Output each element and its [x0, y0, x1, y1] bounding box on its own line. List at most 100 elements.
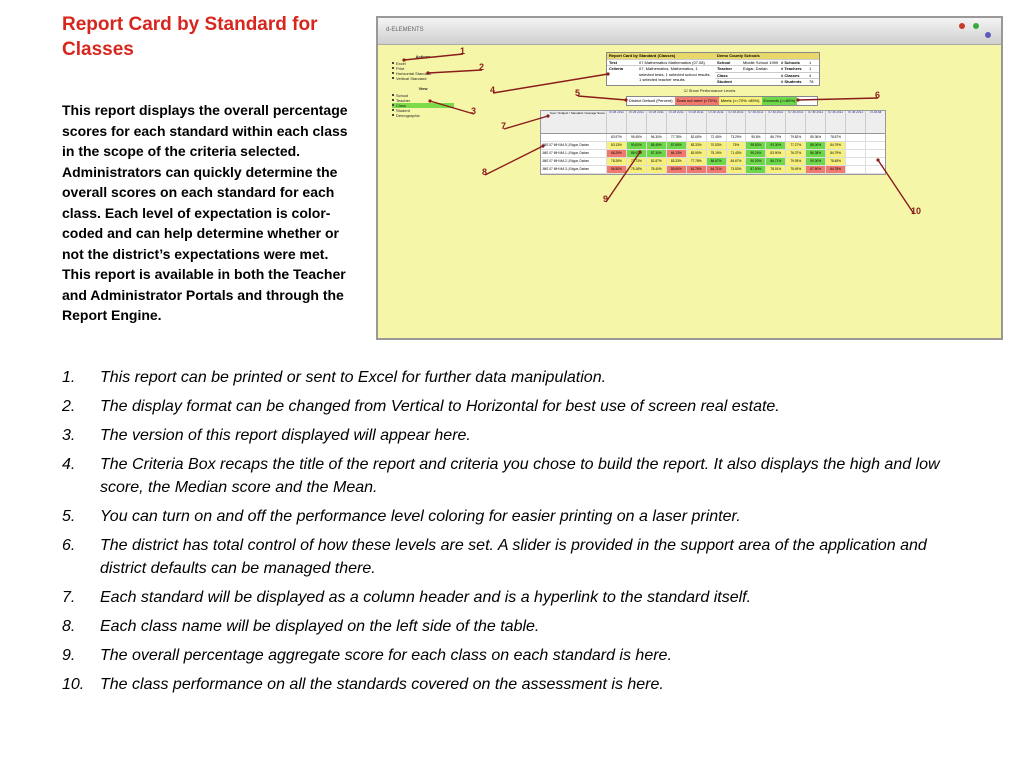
score-cell: 83.33% [665, 158, 686, 165]
annotation-number: 2 [479, 62, 485, 72]
standard-column-header[interactable]: 07-M 2011 [606, 111, 626, 133]
score-cell: 85.00% [625, 150, 646, 157]
note-text: Each standard will be displayed as a col… [100, 589, 752, 606]
level-default: District Default (Percent) [629, 98, 673, 103]
class-name[interactable]: JMS 07 MH MA 3 | Edgar, Darian [542, 167, 589, 171]
score-cell: 81.87% [645, 158, 666, 165]
score-cell: 56.50% [606, 166, 626, 173]
score-cell: 78.91% [765, 166, 786, 173]
excel-action[interactable]: Excel [392, 61, 454, 66]
note-item: 6.The district has total control of how … [62, 534, 962, 580]
show-levels-label: Show Performance Levels [688, 88, 736, 93]
score-cell: 67.50% [805, 166, 826, 173]
table-row: JMS 07 MH MA 3 | Edgar, Darian 56.50%75.1… [541, 166, 885, 174]
criteria-classes-value: 4 [809, 72, 812, 78]
score-cell: 93.30% [765, 142, 786, 149]
score-cell: 73.53% [725, 166, 746, 173]
standard-column-header[interactable]: 07-M 2011 [825, 111, 845, 133]
class-name[interactable]: JMS 07 MH MA 2 | Edgar, Darian [542, 159, 589, 163]
view-demographic[interactable]: Demographic [392, 113, 454, 118]
view-school[interactable]: School [392, 93, 454, 98]
standard-column-header[interactable]: 07-M 2011 [725, 111, 746, 133]
annotation-number: 4 [490, 85, 496, 95]
criteria-teachers-value: 1 [809, 66, 812, 71]
criteria-criteria-value: 07, Mathematics, Mathematics, 1 selected… [639, 66, 711, 82]
note-text: The district has total control of how th… [100, 537, 927, 577]
criteria-classes-label: # Classes [781, 72, 800, 78]
score-cell: 70.53% [705, 142, 726, 149]
note-item: 9.The overall percentage aggregate score… [62, 644, 962, 667]
standard-column-header[interactable]: 07-M 2011 [745, 111, 765, 133]
standard-column-header[interactable]: 07-M 2011 [765, 111, 785, 133]
standard-column-header[interactable]: 07-M 2011 [845, 111, 865, 133]
criteria-schools-label: # Schools [781, 59, 800, 65]
average-cell: 73.29% [725, 134, 746, 141]
report-screenshot: d-ELEMENTS Actions Excel Print Horizonta… [376, 16, 1003, 340]
score-cell: 84.79% [825, 150, 846, 157]
average-cell: 82.65% [685, 134, 706, 141]
average-cell: 95.8% [745, 134, 765, 141]
standard-column-header[interactable]: 07-M All [864, 111, 885, 133]
average-cell: 85.36% [805, 134, 825, 141]
note-text: You can turn on and off the performance … [100, 508, 741, 525]
standard-column-header[interactable]: 07-M 2011 [665, 111, 686, 133]
view-class[interactable]: Class [392, 103, 454, 108]
score-cell: 83.90% [685, 150, 706, 157]
help-icon[interactable] [985, 32, 991, 38]
score-cell: 75.18% [625, 166, 646, 173]
note-number: 1. [62, 369, 76, 386]
print-action[interactable]: Print [392, 66, 454, 71]
score-cell: 86.67% [705, 158, 726, 165]
red-circle-icon[interactable] [959, 23, 965, 29]
criteria-test-value: 07 Mathematics Mathematics (07.08) [639, 59, 705, 65]
note-item: 10.The class performance on all the stan… [62, 673, 962, 696]
score-cell: 84.67% [725, 158, 746, 165]
standard-column-header[interactable]: 07-M 2011 [705, 111, 726, 133]
standard-column-header[interactable]: 07-M 2011 [645, 111, 666, 133]
score-cell: 61.76% [685, 166, 706, 173]
note-number: 2. [62, 398, 76, 415]
green-circle-icon[interactable] [973, 23, 979, 29]
annotation-arrow [577, 95, 627, 101]
score-cell: 86.71% [765, 158, 786, 165]
note-text: The Criteria Box recaps the title of the… [100, 456, 940, 496]
note-text: This report can be printed or sent to Ex… [100, 369, 607, 386]
actions-header: Actions [415, 54, 431, 59]
horizontal-standard-action[interactable]: Horizontal Standard [392, 71, 454, 76]
standard-column-header[interactable]: 07-M 2011 [685, 111, 706, 133]
score-cell: 78.40% [645, 166, 666, 173]
score-table: Year / Subject / Standard / Average Scor… [540, 110, 886, 175]
standard-column-header[interactable]: 07-M 2011 [805, 111, 825, 133]
score-cell: 95.83% [745, 142, 766, 149]
average-cell: 72.45% [705, 134, 726, 141]
note-text: The class performance on all the standar… [100, 676, 664, 693]
standard-column-header[interactable]: 07-M 2011 [785, 111, 805, 133]
score-cell: 87.30% [645, 150, 666, 157]
vertical-standard-action[interactable]: Vertical Standard [392, 76, 454, 81]
score-cell: 75.19% [705, 150, 726, 157]
note-item: 5.You can turn on and off the performanc… [62, 505, 962, 528]
class-name[interactable]: JMS 07 MH MA 5 | Edgar, Darian [542, 143, 589, 147]
view-teacher[interactable]: Teacher [392, 98, 454, 103]
annotation-number: 5 [575, 88, 581, 98]
average-cell: 86.79% [765, 134, 785, 141]
class-name[interactable]: JMS 07 MH MA 1 | Edgar, Darian [542, 151, 589, 155]
score-cell: 83.33% [685, 142, 706, 149]
score-cell [864, 142, 885, 149]
criteria-students-label: # Students [781, 79, 802, 84]
level-does-not-meet: Does not meet (<70%) [674, 97, 719, 105]
standard-column-header[interactable]: 07-M 2011 [625, 111, 646, 133]
show-levels-checkbox[interactable]: ☑ Show Performance Levels [684, 88, 736, 93]
page-title: Report Card by Standard for Classes [62, 14, 318, 60]
score-cell: 95.24% [745, 150, 766, 157]
table-header-row: Year / Subject / Standard / Average Scor… [541, 111, 885, 134]
note-number: 7. [62, 589, 76, 606]
view-student[interactable]: Student [392, 108, 454, 113]
criteria-school-value: Middle School 1999 [743, 59, 779, 65]
score-cell: 90.00% [625, 142, 646, 149]
annotation-number: 8 [482, 167, 488, 177]
score-cell: 90.00% [745, 158, 766, 165]
score-cell: 78.26% [606, 158, 626, 165]
row-label-header: Year / Subject / Standard / Average Scor… [549, 111, 605, 115]
